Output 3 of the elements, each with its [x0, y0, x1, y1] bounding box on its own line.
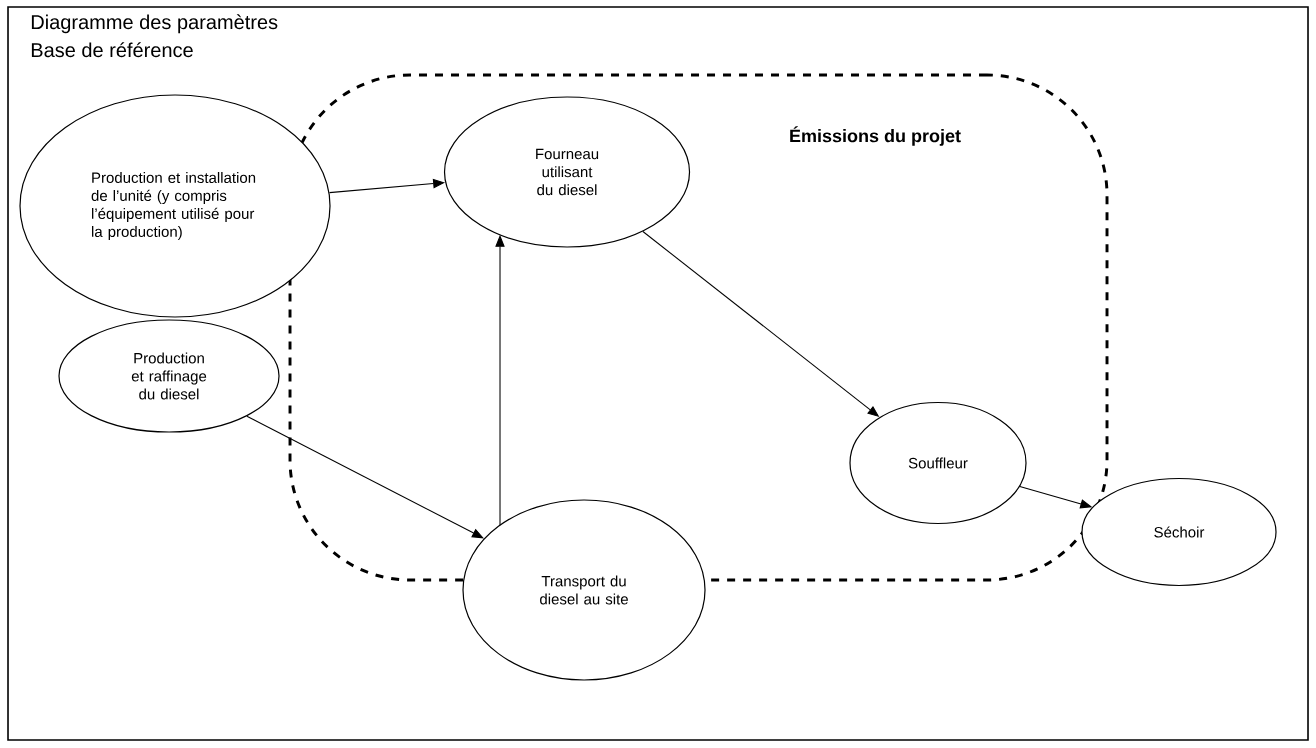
- subtitle: Base de référence: [31, 42, 193, 58]
- diagram-title: Diagramme des paramètres: [31, 14, 278, 34]
- arrow: [246, 415, 484, 539]
